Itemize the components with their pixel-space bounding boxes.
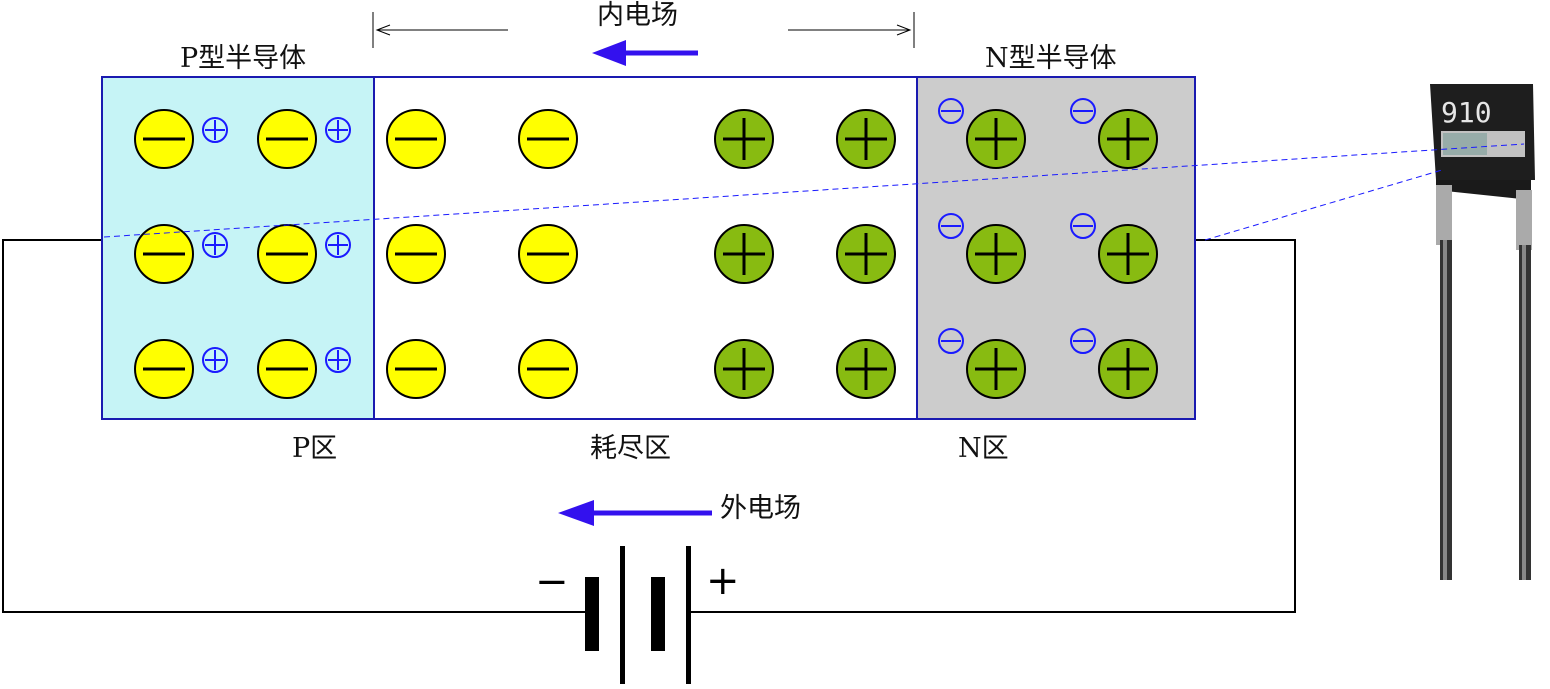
pointer-line-bottom [1204, 169, 1443, 241]
plus-ion-circle-icon [1098, 224, 1158, 284]
internal-field-arrow [592, 40, 698, 66]
minus-ion-circle-icon [386, 339, 446, 399]
circled-minus-icon [938, 213, 964, 239]
plus-ion-circle-icon [714, 224, 774, 284]
plus-ion-circle-icon [966, 339, 1026, 399]
depletion-region-label: 耗尽区 [590, 433, 671, 464]
n-region-label: N区 [958, 433, 1009, 464]
device-marking-text: 910 [1441, 96, 1492, 129]
minus-ion-circle-icon [386, 109, 446, 169]
diode-photo-icon: 910 [1430, 84, 1535, 580]
minus-ion-circle-icon [518, 224, 578, 284]
minus-ion-circle-icon [134, 109, 194, 169]
ions-layer [134, 109, 1158, 399]
minus-ion-circle-icon [518, 339, 578, 399]
circuit-wire [2, 239, 1296, 613]
circled-minus-icon [938, 328, 964, 354]
minus-ion-circle-icon [134, 339, 194, 399]
minus-ion-circle-icon [257, 109, 317, 169]
plus-ion-circle-icon [966, 224, 1026, 284]
plus-ion-circle-icon [1098, 339, 1158, 399]
depletion-width-arrow-left [375, 24, 508, 36]
circled-plus-icon [325, 232, 351, 258]
circled-minus-icon [1070, 213, 1096, 239]
circled-plus-icon [202, 232, 228, 258]
plus-ion-circle-icon [836, 224, 896, 284]
minus-ion-circle-icon [518, 109, 578, 169]
p-semiconductor-label: P型半导体 [180, 43, 307, 74]
minus-ion-circle-icon [386, 224, 446, 284]
circled-minus-icon [1070, 328, 1096, 354]
plus-ion-circle-icon [836, 339, 896, 399]
plus-ion-circle-icon [1098, 109, 1158, 169]
circled-plus-icon [325, 347, 351, 373]
circled-minus-icon [1070, 98, 1096, 124]
p-region-label: P区 [292, 433, 338, 464]
carriers-layer [202, 98, 1096, 373]
internal-field-label: 内电场 [597, 0, 678, 31]
depletion-region-box [373, 76, 918, 420]
n-semiconductor-label: N型半导体 [985, 43, 1117, 74]
plus-ion-circle-icon [966, 109, 1026, 169]
minus-ion-circle-icon [257, 224, 317, 284]
minus-ion-circle-icon [134, 224, 194, 284]
circled-plus-icon [202, 117, 228, 143]
pointer-line-top [103, 143, 1525, 238]
minus-ion-circle-icon [257, 339, 317, 399]
external-field-label: 外电场 [720, 493, 801, 524]
circled-plus-icon [202, 347, 228, 373]
plus-ion-circle-icon [836, 109, 896, 169]
circled-plus-icon [325, 117, 351, 143]
plus-ion-circle-icon [714, 339, 774, 399]
plus-ion-circle-icon [714, 109, 774, 169]
battery-negative-label: − [535, 559, 569, 605]
battery-icon [585, 546, 691, 684]
depletion-width-arrow-right [788, 24, 912, 36]
circled-minus-icon [938, 98, 964, 124]
external-field-arrow [558, 500, 712, 526]
battery-positive-label: + [706, 558, 740, 604]
